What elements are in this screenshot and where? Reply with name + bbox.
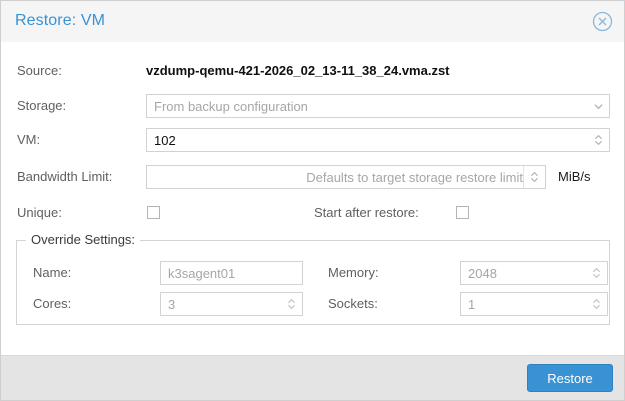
spinner-updown-icon[interactable] bbox=[588, 129, 609, 151]
cores-label: Cores: bbox=[33, 296, 72, 311]
storage-select[interactable]: From backup configuration bbox=[146, 94, 610, 118]
vm-id-input[interactable]: 102 bbox=[146, 128, 610, 152]
memory-label: Memory: bbox=[328, 265, 379, 280]
source-value: vzdump-qemu-421-2026_02_13-11_38_24.vma.… bbox=[146, 63, 450, 78]
sockets-input[interactable]: 1 bbox=[460, 292, 608, 316]
bandwidth-unit-label: MiB/s bbox=[558, 169, 591, 184]
vm-id-value: 102 bbox=[154, 133, 176, 148]
start-after-restore-checkbox[interactable] bbox=[456, 206, 469, 219]
restore-button[interactable]: Restore bbox=[527, 364, 613, 392]
close-icon[interactable] bbox=[592, 11, 613, 32]
storage-label: Storage: bbox=[17, 98, 67, 113]
dialog-titlebar: Restore: VM bbox=[1, 1, 624, 43]
source-label: Source: bbox=[17, 63, 62, 78]
override-settings-legend: Override Settings: bbox=[26, 232, 141, 247]
dialog-title: Restore: VM bbox=[15, 12, 106, 29]
row-storage: Storage: From backup configuration bbox=[1, 94, 624, 123]
dialog-footer: Restore bbox=[1, 355, 624, 400]
vm-label: VM: bbox=[17, 132, 41, 147]
name-placeholder: k3sagent01 bbox=[168, 266, 236, 281]
name-label: Name: bbox=[33, 265, 72, 280]
name-input[interactable]: k3sagent01 bbox=[160, 261, 303, 285]
bandwidth-placeholder: Defaults to target storage restore limit bbox=[306, 170, 523, 185]
row-vm: VM: 102 bbox=[1, 128, 624, 157]
override-settings-fieldset: Override Settings: Name: k3sagent01 Memo… bbox=[16, 232, 610, 325]
cores-input[interactable]: 3 bbox=[160, 292, 303, 316]
row-source: Source: vzdump-qemu-421-2026_02_13-11_38… bbox=[1, 60, 624, 88]
cores-placeholder: 3 bbox=[168, 297, 176, 312]
unique-label: Unique: bbox=[17, 205, 62, 220]
memory-placeholder: 2048 bbox=[468, 266, 497, 281]
sockets-placeholder: 1 bbox=[468, 297, 476, 312]
memory-input[interactable]: 2048 bbox=[460, 261, 608, 285]
row-checkboxes: Unique: Start after restore: bbox=[1, 202, 624, 230]
storage-placeholder: From backup configuration bbox=[154, 99, 308, 114]
bandwidth-limit-input[interactable]: Defaults to target storage restore limit bbox=[146, 165, 546, 189]
unique-checkbox[interactable] bbox=[147, 206, 160, 219]
dialog-body: Source: vzdump-qemu-421-2026_02_13-11_38… bbox=[1, 42, 624, 355]
sockets-label: Sockets: bbox=[328, 296, 378, 311]
spinner-updown-icon[interactable] bbox=[281, 293, 302, 315]
spinner-updown-icon[interactable] bbox=[586, 262, 607, 284]
start-after-restore-label: Start after restore: bbox=[314, 205, 419, 220]
spinner-updown-icon[interactable] bbox=[523, 166, 545, 188]
bandwidth-label: Bandwidth Limit: bbox=[17, 169, 113, 184]
spinner-updown-icon[interactable] bbox=[586, 293, 607, 315]
chevron-down-icon[interactable] bbox=[588, 95, 609, 117]
row-bandwidth: Bandwidth Limit: Defaults to target stor… bbox=[1, 165, 624, 194]
